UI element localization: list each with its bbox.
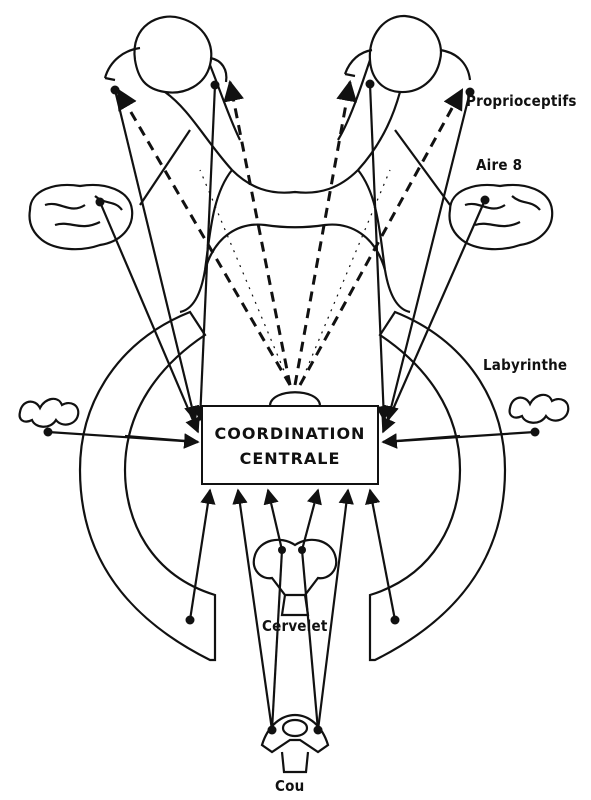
coordination-centrale-box: COORDINATION CENTRALE [201,405,379,485]
label-cervelet: Cervelet [262,617,328,635]
right-labyrinth [510,395,569,423]
dash-3 [295,82,350,385]
vertebra-body [282,752,308,772]
left-labyrinth [20,399,79,427]
right-eyelid-2 [440,50,470,80]
arrow-cou-right [318,490,348,730]
cerebellum-shape [254,540,336,595]
left-arc [80,312,215,660]
arrow-left-arc [125,436,198,442]
crossing-right [395,130,450,205]
dash-2 [230,82,290,385]
box-bump [270,392,320,405]
crossing-left [140,130,190,205]
label-aire-8: Aire 8 [476,156,522,174]
right-brain [450,185,553,249]
box-title-line1: COORDINATION [203,424,377,443]
arrow-right-arc [383,436,460,442]
box-title-line2: CENTRALE [203,449,377,468]
arrow-cou-left [238,490,272,730]
cerebellum-stem [282,595,308,615]
label-labyrinthe: Labyrinthe [483,356,567,374]
label-proprioceptifs: Proprioceptifs [466,92,577,110]
label-cou: Cou [275,777,304,795]
right-eye-shape [370,16,441,92]
left-eye-shape [134,17,211,93]
